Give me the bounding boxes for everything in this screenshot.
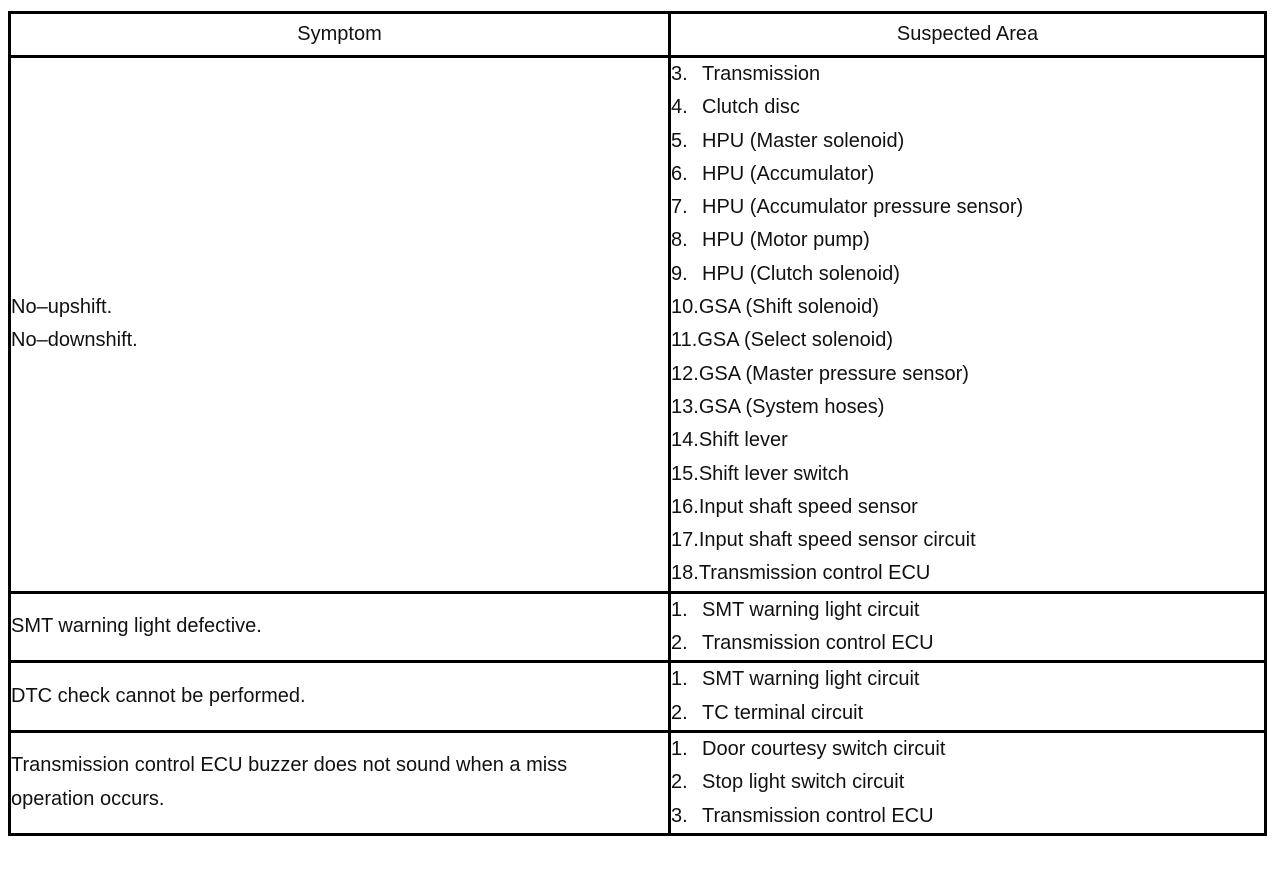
suspected-area-header: Suspected Area — [668, 11, 1267, 58]
item-text: Door courtesy switch circuit — [702, 737, 946, 760]
suspected-area-item: 15.Shift lever switch — [671, 458, 1264, 491]
item-number: 2. — [671, 632, 688, 655]
item-number: 1. — [671, 737, 688, 760]
symptom-text: No–downshift. — [11, 329, 138, 352]
symptom-header: Symptom — [8, 11, 671, 58]
item-number: 10. — [671, 296, 699, 319]
item-text: Transmission control ECU — [702, 632, 934, 655]
item-number: 7. — [671, 196, 688, 219]
suspected-area-item: 7. HPU (Accumulator pressure sensor) — [671, 191, 1264, 224]
item-text: Clutch disc — [702, 96, 800, 119]
item-number: 9. — [671, 262, 688, 285]
item-number: 3. — [671, 63, 688, 85]
item-text: GSA (Shift solenoid) — [698, 296, 879, 319]
suspected-area-item: 1. SMT warning light circuit — [671, 594, 1264, 627]
suspected-area-cell: 1. Door courtesy switch circuit 2. Stop lig… — [668, 729, 1267, 836]
item-text: GSA (Master pressure sensor) — [698, 362, 969, 385]
item-number: 6. — [671, 162, 688, 185]
suspected-area-item: 11.GSA (Select solenoid) — [671, 324, 1264, 357]
item-number: 3. — [671, 804, 688, 827]
header-row: Symptom Suspected Area — [8, 11, 1267, 58]
item-text: Shift lever — [698, 429, 788, 452]
suspected-area-item: 4. Clutch disc — [671, 91, 1264, 124]
suspected-area-item: 3. Transmission — [671, 58, 1264, 91]
item-text: HPU (Accumulator pressure sensor) — [702, 196, 1024, 219]
suspected-area-item: 3. Transmission control ECU — [671, 800, 1264, 833]
suspected-area-item: 16.Input shaft speed sensor — [671, 491, 1264, 524]
symptom-text: No–upshift. — [11, 295, 113, 318]
item-text: Shift lever switch — [698, 462, 849, 485]
item-number: 17. — [671, 529, 699, 552]
item-number: 11. — [671, 329, 698, 352]
symptom-cell: DTC check cannot be performed. — [8, 660, 671, 733]
suspected-area-item: 2. TC terminal circuit — [671, 697, 1264, 730]
suspected-area-item: 1. Door courtesy switch circuit — [671, 733, 1264, 766]
symptom-cell: SMT warning light defective. — [8, 590, 671, 664]
suspected-area-cell: 1. SMT warning light circuit 2. Transmissio… — [668, 590, 1267, 664]
suspected-area-item: 18.Transmission control ECU — [671, 557, 1264, 590]
suspected-area-item: 14.Shift lever — [671, 424, 1264, 457]
item-number: 13. — [671, 395, 699, 418]
item-text: HPU (Motor pump) — [702, 229, 870, 252]
item-text: Input shaft speed sensor circuit — [698, 529, 976, 552]
item-text: GSA (Select solenoid) — [697, 329, 893, 352]
problem-symptoms-table: Symptom Suspected Area No–upshift. No–dow… — [8, 11, 1267, 836]
item-number: 18. — [671, 562, 699, 585]
suspected-area-item: 10.GSA (Shift solenoid) — [671, 291, 1264, 324]
suspected-area-item: 1. SMT warning light circuit — [671, 663, 1264, 696]
item-number: 8. — [671, 229, 688, 252]
table-row: Transmission control ECU buzzer does not… — [8, 729, 1267, 836]
suspected-area-item: 17.Input shaft speed sensor circuit — [671, 524, 1264, 557]
symptom-text: operation occurs. — [11, 787, 165, 810]
item-number: 4. — [671, 96, 688, 119]
item-text: HPU (Accumulator) — [702, 162, 875, 185]
item-number: 15. — [671, 462, 699, 485]
item-number: 2. — [671, 701, 688, 724]
table-row: No–upshift. No–downshift. 3. Transmission 4.… — [8, 55, 1267, 594]
suspected-area-item: 12.GSA (Master pressure sensor) — [671, 358, 1264, 391]
suspected-area-cell: 1. SMT warning light circuit 2. TC terminal… — [668, 660, 1267, 733]
item-text: SMT warning light circuit — [702, 668, 920, 691]
item-number: 5. — [671, 129, 688, 152]
item-text: Transmission control ECU — [702, 804, 934, 827]
item-text: SMT warning light circuit — [702, 598, 920, 621]
item-text: Input shaft speed sensor — [698, 495, 918, 518]
suspected-area-item: 6. HPU (Accumulator) — [671, 158, 1264, 191]
table-row: SMT warning light defective. 1. SMT warnin… — [8, 590, 1267, 664]
item-text: Transmission control ECU — [698, 562, 931, 585]
suspected-area-item: 13.GSA (System hoses) — [671, 391, 1264, 424]
suspected-area-cell: 3. Transmission 4. Clutch disc 5. HPU (Master… — [668, 55, 1267, 594]
item-number: 12. — [671, 362, 699, 385]
item-text: HPU (Master solenoid) — [702, 129, 905, 152]
item-text: HPU (Clutch solenoid) — [702, 262, 900, 285]
symptom-text: Transmission control ECU buzzer does not… — [11, 754, 568, 777]
item-number: 1. — [671, 668, 688, 691]
item-text: GSA (System hoses) — [698, 395, 885, 418]
table-body: No–upshift. No–downshift. 3. Transmission 4.… — [8, 55, 1267, 836]
item-number: 16. — [671, 495, 699, 518]
suspected-area-item: 2. Transmission control ECU — [671, 627, 1264, 660]
suspected-area-item: 8. HPU (Motor pump) — [671, 224, 1264, 257]
symptom-text: DTC check cannot be performed. — [11, 684, 306, 707]
suspected-area-item: 5. HPU (Master solenoid) — [671, 125, 1264, 158]
item-number: 2. — [671, 771, 688, 794]
item-number: 1. — [671, 598, 688, 621]
item-text: Stop light switch circuit — [702, 771, 905, 794]
suspected-area-item: 9. HPU (Clutch solenoid) — [671, 258, 1264, 291]
table-row: DTC check cannot be performed. 1. SMT warn… — [8, 660, 1267, 733]
item-number: 14. — [671, 429, 699, 452]
symptom-cell: No–upshift. No–downshift. — [8, 55, 671, 594]
symptom-cell: Transmission control ECU buzzer does not… — [8, 729, 671, 836]
item-text: Transmission — [702, 63, 821, 85]
symptom-text: SMT warning light defective. — [11, 615, 262, 638]
item-text: TC terminal circuit — [702, 701, 864, 724]
suspected-area-item: 2. Stop light switch circuit — [671, 766, 1264, 799]
